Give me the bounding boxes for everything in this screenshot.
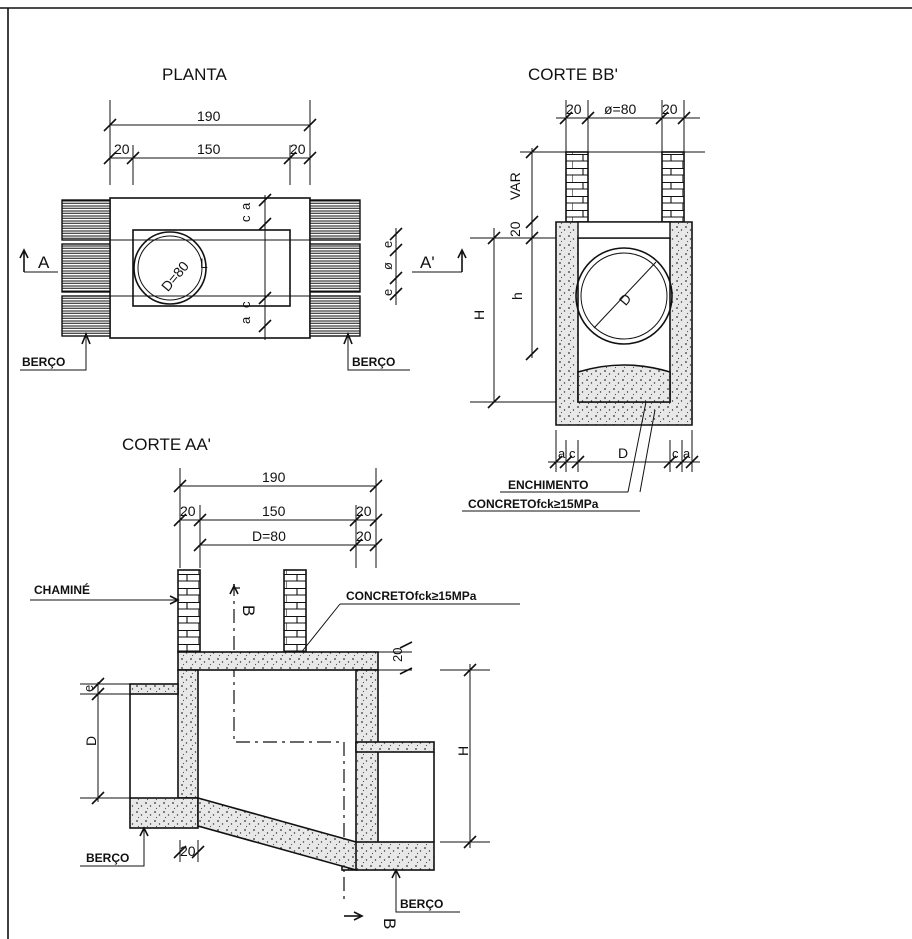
- corte-aa-concreto: CONCRETOfck≥15MPa: [346, 589, 477, 603]
- planta-pipe-bundle-left-top: [61, 199, 111, 241]
- corte-bb-dim-H: H: [471, 310, 487, 320]
- corte-bb-pipe: [575, 247, 673, 345]
- planta-outer-box: [109, 197, 311, 339]
- corte-aa-dim-150: 150: [262, 503, 286, 519]
- corte-aa-dim-20-c: 20: [356, 528, 372, 544]
- planta-view: PLANTA 190 150 20 20 D=80 L: [19, 65, 467, 371]
- planta-pipe-bundle-right-mid: [309, 243, 361, 293]
- corte-bb-dim-c2: c: [672, 446, 679, 461]
- planta-dim-190: 190: [197, 108, 221, 124]
- corte-bb-dim-20-right: 20: [662, 101, 678, 117]
- planta-pipe-bundle-right-top: [309, 199, 361, 241]
- corte-bb-chimney-right: [661, 151, 685, 223]
- corte-bb-enchimento: ENCHIMENTO: [508, 478, 588, 492]
- planta-dim-c1: c: [238, 215, 253, 222]
- corte-bb-dim-a2: a: [683, 446, 691, 461]
- corte-bb-dim-opening: ø=80: [604, 101, 637, 117]
- corte-bb-dim-h: h: [509, 292, 525, 300]
- planta-label-L: L: [200, 255, 208, 271]
- corte-aa-dim-H: H: [455, 746, 471, 756]
- planta-dim-phi: ø: [380, 262, 395, 270]
- planta-title: PLANTA: [162, 65, 228, 84]
- planta-dim-20-left: 20: [114, 141, 130, 157]
- section-mark-A: A: [38, 253, 50, 272]
- corte-aa-dim-D80: D=80: [252, 528, 286, 544]
- corte-bb-dim-20-slab: 20: [507, 221, 523, 237]
- corte-bb-concreto: CONCRETOfck≥15MPa: [468, 497, 599, 511]
- planta-dim-20-right: 20: [290, 141, 306, 157]
- planta-pipe-label: D=80: [158, 258, 192, 294]
- corte-aa-berco-left: BERÇO: [86, 851, 129, 865]
- planta-pipe-circle: [133, 231, 207, 305]
- corte-aa-left-wall: [177, 669, 199, 799]
- corte-bb-chimney-left: [565, 151, 589, 223]
- planta-inner-chamber: [132, 229, 291, 307]
- planta-dim-e2: e: [380, 289, 395, 296]
- corte-aa-right-wall: [355, 669, 379, 851]
- corte-bb-pipe-label: D: [616, 290, 635, 308]
- planta-dim-a1: a: [238, 202, 253, 210]
- corte-aa-chimney-right: [283, 569, 307, 653]
- corte-bb-dim-a1: a: [558, 446, 566, 461]
- planta-pipe-bundle-left-bot: [61, 295, 111, 337]
- corte-bb-title: CORTE BB': [528, 65, 618, 84]
- sheet-frame: [0, 7, 912, 939]
- corte-aa-title: CORTE AA': [122, 435, 211, 454]
- corte-aa-chimney-left: [177, 569, 201, 653]
- planta-dim-150: 150: [197, 141, 221, 157]
- corte-bb-dim-var: VAR: [507, 172, 523, 200]
- planta-pipe-bundle-right-bot: [309, 295, 361, 337]
- corte-bb-dim-c1: c: [569, 446, 576, 461]
- corte-aa-dim-D: D: [83, 736, 99, 746]
- section-mark-A-prime: A': [420, 253, 435, 272]
- planta-berco-right: BERÇO: [352, 355, 395, 369]
- corte-aa-dim-slab: 20: [390, 648, 405, 662]
- planta-dim-c2: c: [238, 301, 253, 308]
- corte-aa-berco-right-block: [341, 841, 435, 871]
- corte-aa-dim-190: 190: [262, 469, 286, 485]
- corte-aa-dim-e: e: [81, 685, 96, 692]
- planta-pipe-bundle-left-mid: [61, 243, 111, 293]
- corte-aa-section-B-bottom: B: [380, 918, 399, 929]
- corte-bb-dim-20-left: 20: [566, 101, 582, 117]
- corte-bb-dim-D: D: [618, 445, 628, 461]
- corte-aa-dim-20-a: 20: [180, 503, 196, 519]
- planta-berco-left: BERÇO: [22, 355, 65, 369]
- planta-dim-e1: e: [380, 241, 395, 248]
- corte-aa-berco-right: BERÇO: [400, 897, 443, 911]
- corte-aa-sloped-floor: [197, 796, 357, 872]
- planta-dim-a2: a: [238, 316, 253, 324]
- corte-aa-section-B-top: B: [239, 605, 258, 616]
- corte-bb-view: CORTE BB' 20 ø=80 20 D VAR 20 h: [462, 65, 705, 512]
- corte-aa-berco-left-block: [129, 797, 199, 829]
- corte-aa-chamine: CHAMINÉ: [34, 582, 90, 597]
- corte-aa-top-slab: [177, 651, 379, 671]
- corte-aa-dim-bottom-20: 20: [180, 843, 196, 859]
- corte-aa-dim-20-b: 20: [356, 503, 372, 519]
- corte-aa-view: CORTE AA' 190 150 D=80 20 20 20 CHAMINÉ …: [30, 435, 520, 929]
